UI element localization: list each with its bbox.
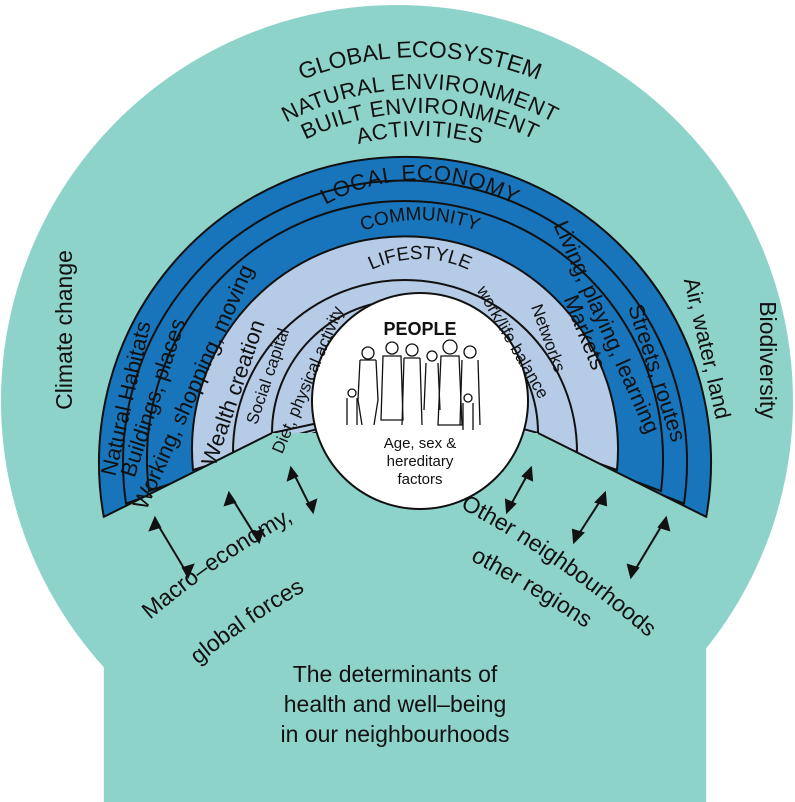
biodiversity-label: Biodiversity bbox=[755, 301, 781, 419]
caption-line2: health and well–being bbox=[284, 691, 507, 717]
people-group-icon bbox=[346, 339, 481, 430]
climate-change-label: Climate change bbox=[51, 250, 77, 410]
fan-edge-right bbox=[537, 432, 707, 518]
fan-edge-left bbox=[103, 432, 273, 518]
caption-line1: The determinants of bbox=[293, 661, 498, 687]
fan-gap bbox=[103, 433, 707, 802]
people-title: PEOPLE bbox=[383, 319, 456, 339]
double-headed-arrow-icon bbox=[148, 465, 671, 580]
people-factors-line1: Age, sex & bbox=[384, 435, 457, 452]
people-factors-line2: hereditary bbox=[387, 453, 454, 470]
caption-line3: in our neighbourhoods bbox=[281, 721, 510, 747]
people-factors-line3: factors bbox=[397, 471, 442, 488]
